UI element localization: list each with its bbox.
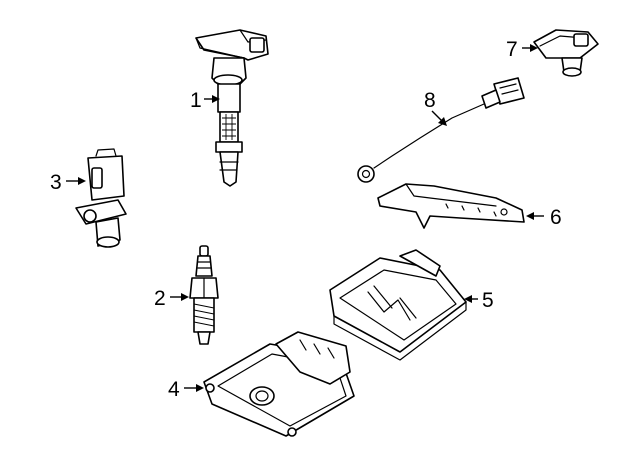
leader-lines xyxy=(66,44,544,392)
callout-3: 3 xyxy=(50,171,62,194)
cam-sensor-part xyxy=(533,29,599,77)
spark-plug-part xyxy=(189,245,219,345)
bracket-cover-part xyxy=(377,183,525,229)
knock-sensor-part xyxy=(357,77,525,183)
callout-6: 6 xyxy=(550,206,562,229)
callout-4: 4 xyxy=(168,378,180,401)
engine-control-module-part xyxy=(203,331,355,437)
crank-sensor-part xyxy=(75,148,127,248)
callout-2: 2 xyxy=(154,287,166,310)
callout-1: 1 xyxy=(190,89,202,112)
callout-8: 8 xyxy=(424,89,436,112)
callout-7: 7 xyxy=(506,38,518,61)
control-module-part xyxy=(329,249,467,361)
ignition-coil-part xyxy=(195,29,269,187)
callout-5: 5 xyxy=(482,289,494,312)
